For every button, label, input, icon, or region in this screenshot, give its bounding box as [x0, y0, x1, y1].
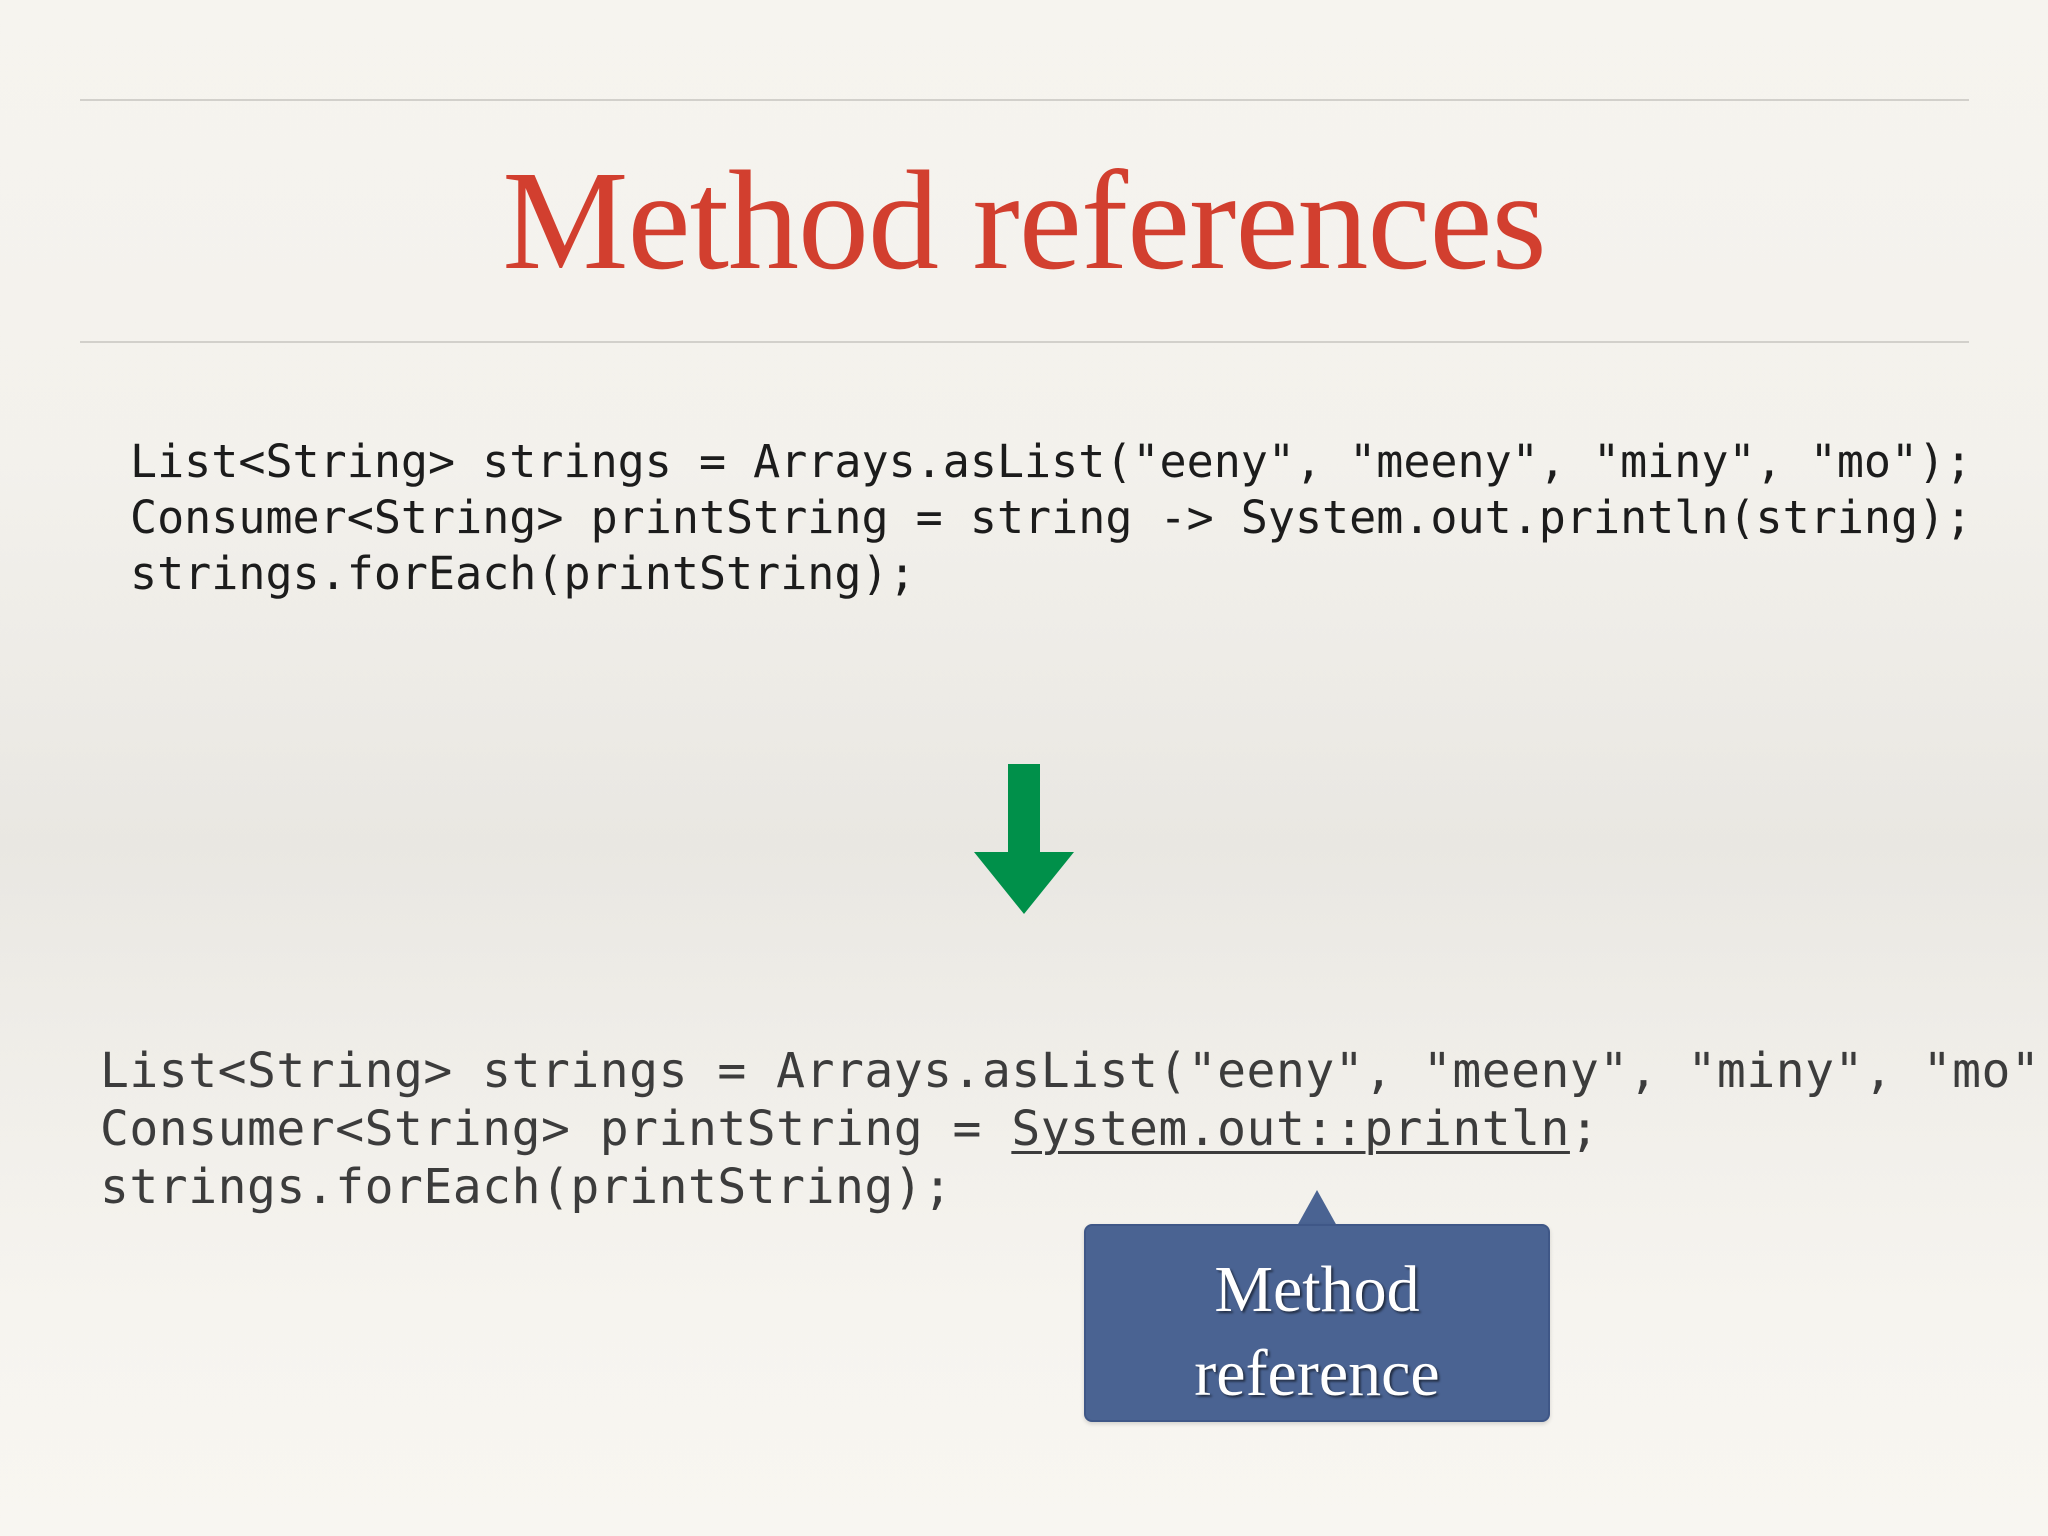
title-divider [80, 341, 1969, 343]
callout-line: Method [1214, 1253, 1420, 1326]
top-divider [80, 99, 1969, 101]
code-line: Consumer<String> printString = string ->… [130, 491, 1973, 544]
method-reference-highlight: System.out::println [1011, 1101, 1570, 1157]
slide-title: Method references [502, 141, 1547, 299]
code-line: Consumer<String> printString = System.ou… [100, 1100, 2048, 1158]
callout-line: reference [1194, 1337, 1440, 1410]
callout-pointer [1297, 1190, 1337, 1226]
callout-label: Method reference [1086, 1248, 1548, 1416]
code-line: strings.forEach(printString); [100, 1159, 953, 1215]
code-segment: Consumer<String> printString = [100, 1101, 1012, 1157]
down-arrow-shape [974, 764, 1074, 914]
lambda-code-block: List<String> strings = Arrays.asList("ee… [130, 434, 1972, 602]
code-segment: ; [1569, 1101, 1600, 1157]
code-line: strings.forEach(printString); [130, 547, 916, 600]
method-reference-code-block: List<String> strings = Arrays.asList("ee… [100, 1042, 2048, 1216]
code-line: List<String> strings = Arrays.asList("ee… [100, 1043, 2048, 1099]
method-reference-callout: Method reference [1084, 1224, 1550, 1422]
down-arrow-icon [974, 764, 1074, 914]
code-line: List<String> strings = Arrays.asList("ee… [130, 435, 1973, 488]
